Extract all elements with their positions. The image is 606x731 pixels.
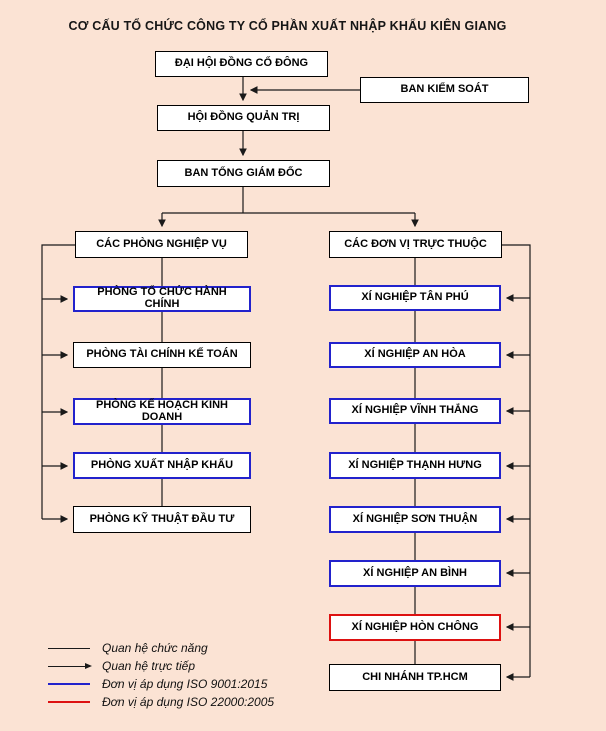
- unit-box: XÍ NGHIỆP VĨNH THẮNG: [329, 398, 501, 424]
- department-box: PHÒNG TÀI CHÍNH KẾ TOÁN: [73, 342, 251, 368]
- plain-line-sample: [48, 647, 90, 649]
- box-functional-departments-header: CÁC PHÒNG NGHIỆP VỤ: [75, 231, 248, 258]
- unit-box: CHI NHÁNH TP.HCM: [329, 664, 501, 691]
- chart-title: CƠ CẤU TỔ CHỨC CÔNG TY CỔ PHẦN XUẤT NHẬP…: [68, 19, 507, 33]
- legend-item-iso9001: Đơn vị áp dụng ISO 9001:2015: [48, 675, 274, 693]
- iso22000-line-sample: [48, 701, 90, 703]
- unit-box: XÍ NGHIỆP AN BÌNH: [329, 560, 501, 587]
- unit-box: XÍ NGHIỆP AN HÒA: [329, 342, 501, 368]
- legend-item-functional-relation: Quan hệ chức năng: [48, 639, 274, 657]
- unit-box: XÍ NGHIỆP TÂN PHÚ: [329, 285, 501, 311]
- department-box: PHÒNG KỸ THUẬT ĐẦU TƯ: [73, 506, 251, 533]
- unit-box: XÍ NGHIỆP SƠN THUẬN: [329, 506, 501, 533]
- legend-item-direct-relation: Quan hệ trực tiếp: [48, 657, 274, 675]
- legend-label: Đơn vị áp dụng ISO 9001:2015: [102, 677, 268, 691]
- unit-box: XÍ NGHIỆP THẠNH HƯNG: [329, 452, 501, 479]
- box-subordinate-units-header: CÁC ĐƠN VỊ TRỰC THUỘC: [329, 231, 502, 258]
- arrow-line-sample: [48, 663, 92, 669]
- box-shareholders-meeting: ĐẠI HỘI ĐỒNG CỔ ĐÔNG: [155, 51, 328, 77]
- legend-label: Quan hệ trực tiếp: [102, 659, 195, 673]
- department-box: PHÒNG XUẤT NHẬP KHẨU: [73, 452, 251, 479]
- legend-label: Đơn vị áp dụng ISO 22000:2005: [102, 695, 275, 709]
- box-supervisory-board: BAN KIỂM SOÁT: [360, 77, 529, 103]
- legend-item-iso22000: Đơn vị áp dụng ISO 22000:2005: [48, 693, 274, 711]
- department-box: PHÒNG KẾ HOẠCH KINH DOANH: [73, 398, 251, 425]
- legend: Quan hệ chức năng Quan hệ trực tiếp Đơn …: [48, 639, 274, 711]
- unit-box: XÍ NGHIỆP HÒN CHÔNG: [329, 614, 501, 641]
- legend-label: Quan hệ chức năng: [102, 641, 208, 655]
- box-board-of-directors: HỘI ĐỒNG QUẢN TRỊ: [157, 105, 330, 131]
- iso9001-line-sample: [48, 683, 90, 685]
- arrowhead-icon: [85, 663, 92, 669]
- box-general-directors-board: BAN TỔNG GIÁM ĐỐC: [157, 160, 330, 187]
- department-box: PHÒNG TỔ CHỨC HÀNH CHÍNH: [73, 286, 251, 312]
